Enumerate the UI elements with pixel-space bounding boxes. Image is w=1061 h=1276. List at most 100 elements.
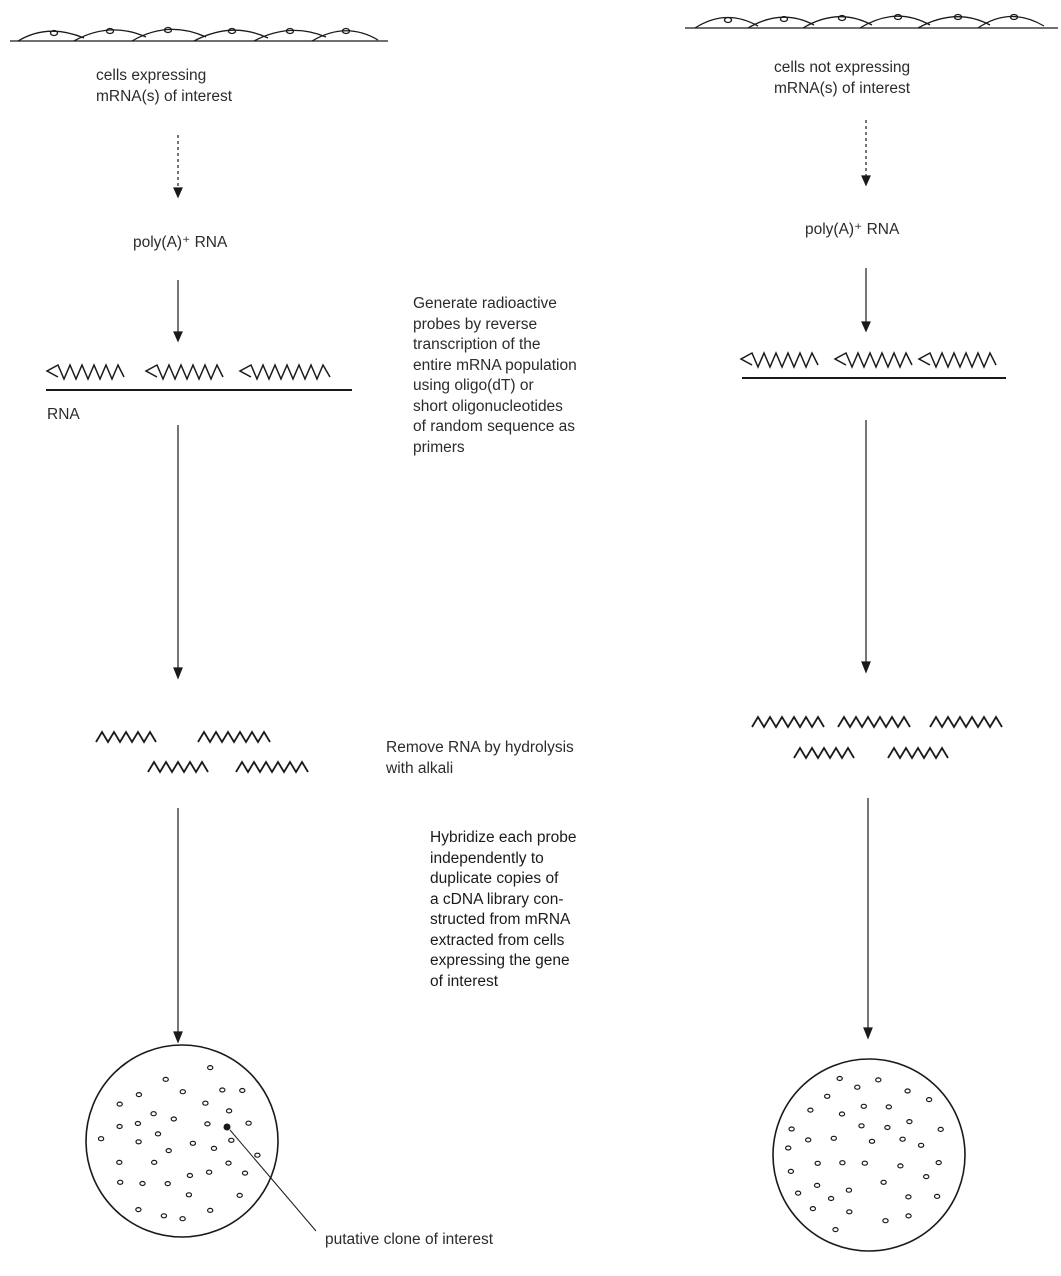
colony [180, 1090, 185, 1094]
free-probes-right [752, 717, 1002, 758]
colony [136, 1208, 141, 1212]
colony [906, 1195, 911, 1199]
colony [815, 1161, 820, 1165]
colony [905, 1089, 910, 1093]
colony [825, 1094, 830, 1098]
colony [788, 1169, 793, 1173]
colony [166, 1149, 171, 1153]
colony [839, 1112, 844, 1116]
colony [140, 1182, 145, 1186]
colony [205, 1122, 210, 1126]
filter-right [773, 1059, 965, 1251]
colony [151, 1112, 156, 1116]
colony [211, 1146, 216, 1150]
colony [135, 1122, 140, 1126]
colony [99, 1137, 104, 1141]
colony [810, 1207, 815, 1211]
colony [180, 1217, 185, 1221]
colony [136, 1093, 141, 1097]
colony [171, 1117, 176, 1121]
colony [883, 1219, 888, 1223]
colony [840, 1161, 845, 1165]
colony [829, 1197, 834, 1201]
colony [155, 1132, 160, 1136]
label-rna: RNA [47, 405, 80, 426]
colony [786, 1146, 791, 1150]
colony [796, 1191, 801, 1195]
colony [118, 1180, 123, 1184]
colony [237, 1193, 242, 1197]
colony [815, 1183, 820, 1187]
colony [207, 1170, 212, 1174]
colony [246, 1121, 251, 1125]
colony [927, 1098, 932, 1102]
colony [789, 1127, 794, 1131]
colony [924, 1175, 929, 1179]
colony [881, 1180, 886, 1184]
rna-cdna-hybrids-left [46, 365, 352, 390]
colony [876, 1078, 881, 1082]
colony [859, 1124, 864, 1128]
colony [846, 1188, 851, 1192]
colony [226, 1161, 231, 1165]
colonies-right [786, 1077, 944, 1232]
colony [136, 1140, 141, 1144]
colony [886, 1105, 891, 1109]
step-probe-generation: Generate radioactive probes by reverse t… [413, 294, 577, 458]
label-polya-left: poly(A)⁺ RNA [133, 233, 227, 254]
colony [208, 1066, 213, 1070]
cell-layer-not-expressing [685, 15, 1058, 29]
colony [165, 1182, 170, 1186]
colony [163, 1077, 168, 1081]
colony [833, 1228, 838, 1232]
colony [900, 1137, 905, 1141]
colony [898, 1164, 903, 1168]
colony [242, 1171, 247, 1175]
colony [190, 1141, 195, 1145]
colony [862, 1161, 867, 1165]
colony [808, 1108, 813, 1112]
colony [806, 1138, 811, 1142]
colony [229, 1138, 234, 1142]
colony [227, 1109, 232, 1113]
colony [837, 1077, 842, 1081]
colony [855, 1085, 860, 1089]
colony [187, 1174, 192, 1178]
colony [117, 1125, 122, 1129]
colony [936, 1161, 941, 1165]
colony [938, 1127, 943, 1131]
label-putative-clone: putative clone of interest [325, 1230, 493, 1251]
colony [203, 1101, 208, 1105]
label-cells-not-expressing: cells not expressing mRNA(s) of interest [774, 58, 910, 99]
label-polya-right: poly(A)⁺ RNA [805, 220, 899, 241]
colony [907, 1120, 912, 1124]
step-remove-rna: Remove RNA by hydrolysis with alkali [386, 738, 574, 779]
left-arrows [174, 135, 182, 1042]
colony [935, 1194, 940, 1198]
colony [885, 1126, 890, 1130]
colony [161, 1214, 166, 1218]
rna-cdna-hybrids-right [741, 353, 1006, 378]
colony [152, 1160, 157, 1164]
colony [906, 1214, 911, 1218]
right-arrows [862, 120, 872, 1038]
colony [919, 1143, 924, 1147]
colony [208, 1208, 213, 1212]
colony [255, 1153, 260, 1157]
colony [240, 1089, 245, 1093]
free-probes-left [96, 732, 308, 772]
filter-left [86, 1045, 278, 1237]
step-hybridize: Hybridize each probe independently to du… [430, 828, 576, 992]
colony [861, 1104, 866, 1108]
colony [117, 1102, 122, 1106]
colony [117, 1160, 122, 1164]
colony [831, 1136, 836, 1140]
colonies-left [99, 1066, 261, 1221]
cell-layer-expressing [10, 28, 388, 42]
colony [847, 1210, 852, 1214]
putative-clone-dot [224, 1124, 231, 1131]
colony [869, 1139, 874, 1143]
colony [220, 1088, 225, 1092]
